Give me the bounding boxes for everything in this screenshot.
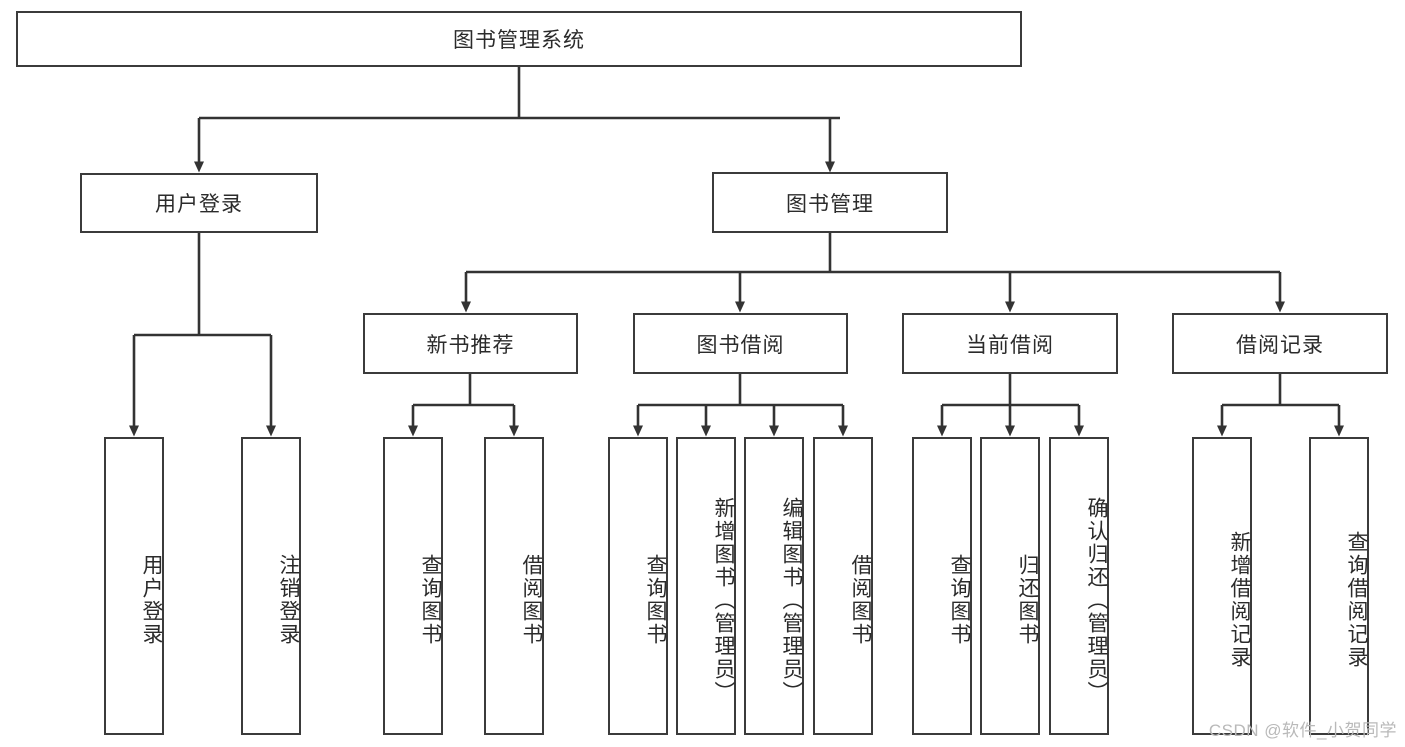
node-label: 图书管理 xyxy=(786,192,874,216)
leaf-borrow-book-recommend[interactable]: 借阅图书 xyxy=(484,437,544,735)
node-label: 编辑图书（管理员） xyxy=(780,496,803,704)
node-label: 新增图书（管理员） xyxy=(712,496,735,704)
node-label: 借阅图书 xyxy=(849,554,872,646)
leaf-query-book-recommend[interactable]: 查询图书 xyxy=(383,437,443,735)
node-label: 新书推荐 xyxy=(426,333,515,357)
leaf-user-login[interactable]: 用户登录 xyxy=(104,437,164,735)
leaf-confirm-return-admin[interactable]: 确认归还（管理员） xyxy=(1049,437,1109,735)
node-label: 当前借阅 xyxy=(966,333,1054,357)
node-new-book-recommend[interactable]: 新书推荐 xyxy=(363,313,578,374)
node-label: 查询图书 xyxy=(948,554,971,646)
node-label: 注销登录 xyxy=(277,554,300,646)
leaf-add-borrow-record[interactable]: 新增借阅记录 xyxy=(1192,437,1252,735)
node-label: 借阅图书 xyxy=(520,554,543,646)
node-label: 新增借阅记录 xyxy=(1228,531,1251,669)
leaf-return-book[interactable]: 归还图书 xyxy=(980,437,1040,735)
node-label: 图书管理系统 xyxy=(453,29,585,52)
node-book-borrow[interactable]: 图书借阅 xyxy=(633,313,848,374)
node-label: 确认归还（管理员） xyxy=(1085,496,1108,704)
node-label: 图书借阅 xyxy=(696,333,785,357)
node-book-management[interactable]: 图书管理 xyxy=(712,172,948,233)
watermark-csdn: CSDN @软件_小贺同学 xyxy=(1208,721,1397,740)
node-label: 借阅记录 xyxy=(1236,333,1324,357)
node-current-borrow[interactable]: 当前借阅 xyxy=(902,313,1118,374)
node-label: 查询借阅记录 xyxy=(1345,531,1368,669)
leaf-borrow-book[interactable]: 借阅图书 xyxy=(813,437,873,735)
leaf-query-book-borrow[interactable]: 查询图书 xyxy=(608,437,668,735)
node-label: 用户登录 xyxy=(155,193,243,216)
leaf-query-borrow-record[interactable]: 查询借阅记录 xyxy=(1309,437,1369,735)
leaf-add-book-admin[interactable]: 新增图书（管理员） xyxy=(676,437,736,735)
node-label: 归还图书 xyxy=(1016,554,1039,646)
node-user-login[interactable]: 用户登录 xyxy=(80,173,318,233)
leaf-query-book-current[interactable]: 查询图书 xyxy=(912,437,972,735)
node-root-book-management-system[interactable]: 图书管理系统 xyxy=(16,11,1022,67)
node-borrow-record[interactable]: 借阅记录 xyxy=(1172,313,1388,374)
node-label: 查询图书 xyxy=(644,554,667,646)
node-label: 查询图书 xyxy=(419,554,442,646)
leaf-edit-book-admin[interactable]: 编辑图书（管理员） xyxy=(744,437,804,735)
leaf-user-logout[interactable]: 注销登录 xyxy=(241,437,301,735)
node-label: 用户登录 xyxy=(140,554,163,646)
